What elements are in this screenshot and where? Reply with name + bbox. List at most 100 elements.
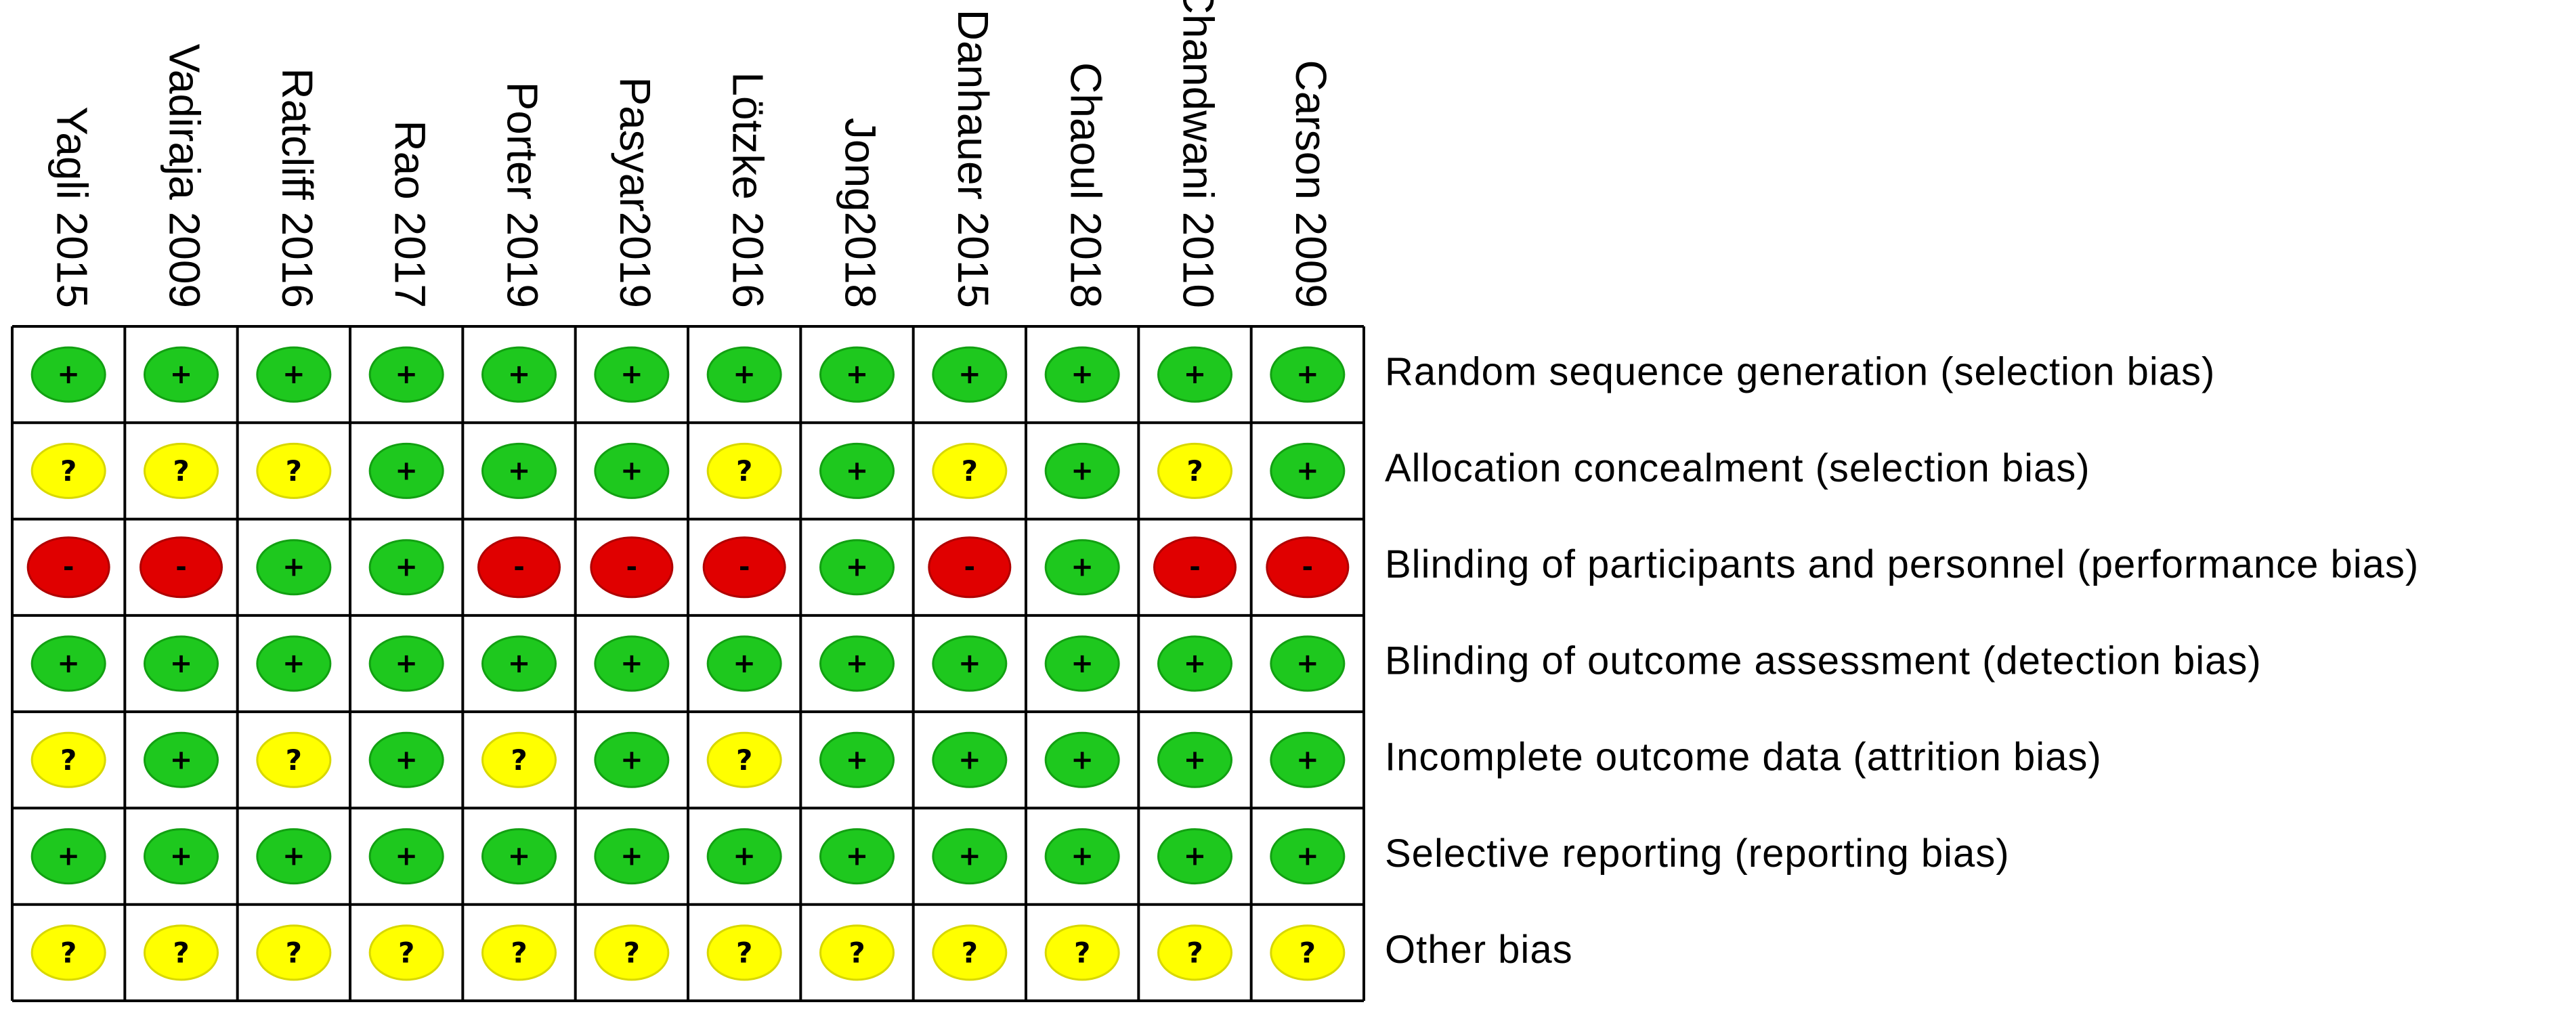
low-risk-symbol: + [508, 359, 531, 390]
study-label: Yagli 2015 [47, 106, 96, 308]
cell-low-risk: + [932, 346, 1008, 403]
cell-low-risk: + [1157, 635, 1232, 692]
low-risk-circle [819, 731, 895, 788]
low-risk-circle [144, 731, 219, 788]
cell-low-risk: + [481, 346, 557, 403]
low-risk-circle [368, 346, 444, 403]
high-risk-circle [1153, 536, 1237, 599]
low-risk-circle [594, 828, 670, 885]
low-risk-circle [706, 346, 782, 403]
low-risk-symbol: + [395, 648, 418, 679]
cell-low-risk: + [706, 346, 782, 403]
cell-low-risk: + [256, 635, 332, 692]
low-risk-circle [706, 635, 782, 692]
cell-low-risk: + [1044, 442, 1120, 499]
unclear-risk-circle [144, 442, 219, 499]
high-risk-symbol: - [964, 552, 976, 583]
cell-high-risk: - [702, 536, 786, 599]
low-risk-symbol: + [1071, 552, 1094, 583]
unclear-risk-circle [481, 924, 557, 981]
unclear-risk-circle [1157, 924, 1232, 981]
cell-low-risk: + [256, 539, 332, 596]
cell-unclear-risk: ? [706, 442, 782, 499]
cell-low-risk: + [1270, 731, 1346, 788]
low-risk-symbol: + [1296, 744, 1319, 775]
cell-high-risk: - [1153, 536, 1237, 599]
high-risk-symbol: - [513, 552, 525, 583]
cell-unclear-risk: ? [706, 731, 782, 788]
low-risk-symbol: + [846, 552, 869, 583]
cell-unclear-risk: ? [1157, 924, 1232, 981]
low-risk-circle [706, 828, 782, 885]
low-risk-symbol: + [57, 359, 80, 390]
unclear-risk-symbol: ? [173, 936, 189, 969]
cell-high-risk: - [477, 536, 561, 599]
low-risk-circle [1044, 635, 1120, 692]
high-risk-circle [477, 536, 561, 599]
study-label: Danhauer 2015 [949, 9, 997, 308]
unclear-risk-symbol: ? [1186, 454, 1203, 488]
cell-low-risk: + [932, 731, 1008, 788]
unclear-risk-circle [256, 731, 332, 788]
unclear-risk-symbol: ? [962, 936, 978, 969]
study-label: Chaoul 2018 [1061, 62, 1110, 308]
low-risk-symbol: + [508, 648, 531, 679]
unclear-risk-circle [819, 924, 895, 981]
low-risk-circle [594, 731, 670, 788]
cell-unclear-risk: ? [368, 924, 444, 981]
low-risk-symbol: + [1296, 455, 1319, 486]
cell-low-risk: + [1270, 442, 1346, 499]
cell-low-risk: + [594, 828, 670, 885]
cell-low-risk: + [144, 635, 219, 692]
study-label: Carson 2009 [1287, 60, 1335, 308]
cell-low-risk: + [819, 539, 895, 596]
cell-low-risk: + [1157, 346, 1232, 403]
unclear-risk-circle [30, 442, 106, 499]
cell-low-risk: + [819, 346, 895, 403]
unclear-risk-circle [932, 442, 1008, 499]
cell-unclear-risk: ? [30, 924, 106, 981]
domain-label: Selective reporting (reporting bias) [1385, 832, 2010, 876]
low-risk-circle [368, 731, 444, 788]
low-risk-symbol: + [846, 744, 869, 775]
cell-unclear-risk: ? [932, 442, 1008, 499]
unclear-risk-symbol: ? [60, 454, 77, 488]
low-risk-symbol: + [1184, 744, 1207, 775]
low-risk-symbol: + [1071, 648, 1094, 679]
low-risk-circle [256, 635, 332, 692]
cell-low-risk: + [368, 828, 444, 885]
study-label: Chandwani 2010 [1174, 0, 1223, 308]
low-risk-symbol: + [1184, 841, 1207, 872]
low-risk-symbol: + [1184, 648, 1207, 679]
unclear-risk-symbol: ? [511, 743, 527, 777]
cell-unclear-risk: ? [932, 924, 1008, 981]
cell-low-risk: + [368, 635, 444, 692]
low-risk-circle [144, 346, 219, 403]
cell-low-risk: + [481, 442, 557, 499]
low-risk-circle [819, 442, 895, 499]
cell-high-risk: - [928, 536, 1012, 599]
low-risk-circle [819, 346, 895, 403]
low-risk-symbol: + [846, 455, 869, 486]
low-risk-symbol: + [846, 648, 869, 679]
cell-low-risk: + [1044, 539, 1120, 596]
low-risk-symbol: + [620, 648, 643, 679]
low-risk-symbol: + [282, 648, 305, 679]
low-risk-circle [932, 346, 1008, 403]
low-risk-circle [1270, 635, 1346, 692]
high-risk-symbol: - [739, 552, 750, 583]
domain-label: Blinding of participants and personnel (… [1385, 542, 2419, 586]
low-risk-circle [1157, 731, 1232, 788]
high-risk-symbol: - [626, 552, 638, 583]
low-risk-circle [1270, 346, 1346, 403]
low-risk-symbol: + [846, 841, 869, 872]
cell-low-risk: + [144, 828, 219, 885]
low-risk-symbol: + [282, 552, 305, 583]
cell-low-risk: + [256, 828, 332, 885]
low-risk-symbol: + [57, 841, 80, 872]
cell-unclear-risk: ? [144, 442, 219, 499]
cell-low-risk: + [819, 442, 895, 499]
high-risk-symbol: - [175, 552, 187, 583]
cell-low-risk: + [144, 346, 219, 403]
